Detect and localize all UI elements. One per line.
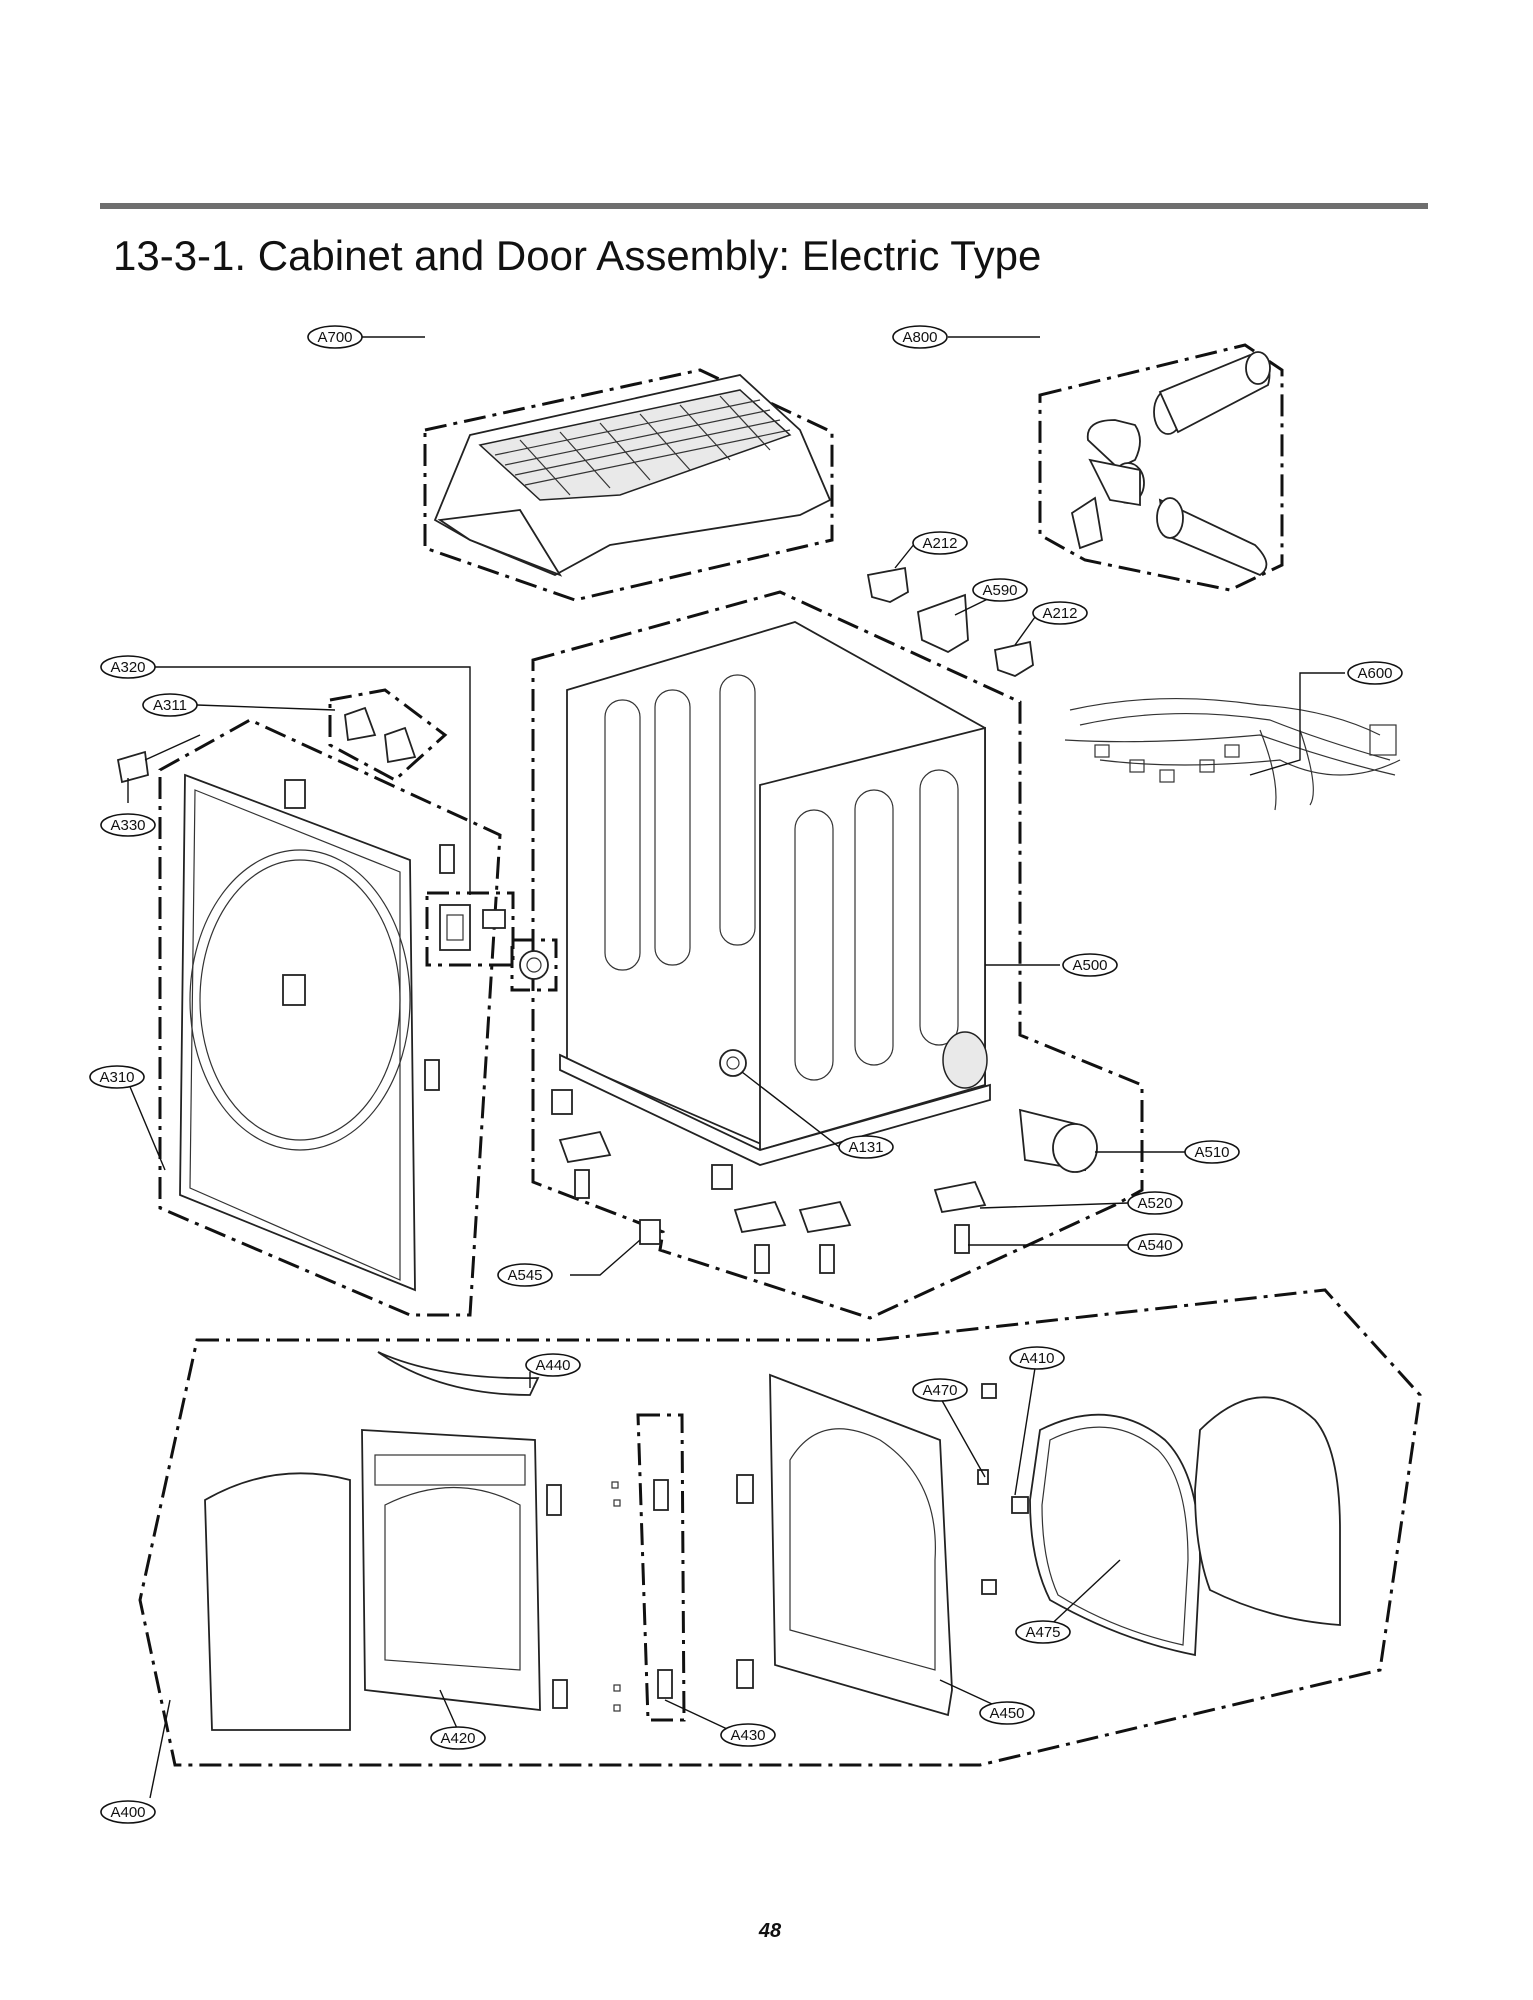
page-number: 48 — [758, 1920, 782, 1942]
top-cover-part — [433, 374, 832, 577]
svg-text:A475: A475 — [1025, 1624, 1060, 1641]
group-outline-front-panel — [158, 718, 502, 1317]
callout-A600: A600 — [1347, 661, 1403, 685]
group-outline-hinge-strip — [636, 1413, 686, 1722]
door-inner-panel-part — [736, 1373, 953, 1717]
callout-A330: A330 — [100, 813, 156, 837]
callout-A500: A500 — [1062, 953, 1118, 977]
leveling-feet-parts — [551, 1089, 987, 1274]
svg-text:A470: A470 — [922, 1382, 957, 1399]
callout-A311: A311 — [142, 693, 198, 717]
callouts: A700 A800 A212 A590 A212 A600 A320 A311 — [89, 325, 1403, 1824]
group-outline-hooks — [328, 688, 448, 782]
callout-A212-top: A212 — [912, 531, 968, 555]
callout-A430: A430 — [720, 1723, 776, 1747]
group-outline-top-cover — [423, 368, 834, 602]
svg-text:A212: A212 — [922, 535, 957, 552]
callout-A310: A310 — [89, 1065, 145, 1089]
svg-text:A330: A330 — [110, 817, 145, 834]
callout-A520: A520 — [1127, 1191, 1183, 1215]
callout-A545: A545 — [497, 1263, 553, 1287]
exhaust-duct-part — [1070, 351, 1271, 577]
callout-A800: A800 — [892, 325, 948, 349]
hinge-strip-part — [611, 1479, 673, 1712]
svg-text:A545: A545 — [507, 1267, 542, 1284]
svg-text:A500: A500 — [1072, 957, 1107, 974]
callout-A410: A410 — [1009, 1346, 1065, 1370]
svg-text:A400: A400 — [110, 1804, 145, 1821]
group-outline-lamp — [510, 938, 558, 992]
svg-text:A450: A450 — [989, 1705, 1024, 1722]
callout-A440: A440 — [525, 1353, 581, 1377]
callout-A320: A320 — [100, 655, 156, 679]
cabinet-part — [559, 621, 991, 1166]
exhaust-outlet-part — [1018, 1108, 1098, 1173]
hook-parts — [116, 706, 417, 784]
callout-A131: A131 — [838, 1135, 894, 1159]
door-glass-part — [1194, 1396, 1341, 1626]
door-switch-part — [439, 904, 747, 1077]
svg-text:A311: A311 — [153, 697, 187, 714]
callout-A470: A470 — [912, 1378, 968, 1402]
svg-text:A320: A320 — [110, 659, 145, 676]
svg-text:A131: A131 — [848, 1139, 883, 1156]
page-title: 13-3-1. Cabinet and Door Assembly: Elect… — [113, 232, 1042, 279]
callout-A590: A590 — [972, 578, 1028, 602]
callout-A400: A400 — [100, 1800, 156, 1824]
callout-A540: A540 — [1127, 1233, 1183, 1257]
svg-text:A800: A800 — [902, 329, 937, 346]
header-rule — [100, 203, 1428, 209]
svg-text:A440: A440 — [535, 1357, 570, 1374]
callout-A475: A475 — [1015, 1620, 1071, 1644]
svg-text:A410: A410 — [1019, 1350, 1054, 1367]
group-outline-door — [138, 1288, 1422, 1767]
wire-harness-part — [1064, 697, 1401, 811]
group-outline-switch — [425, 891, 515, 967]
svg-text:A520: A520 — [1137, 1195, 1172, 1212]
group-outline-duct — [1038, 343, 1284, 592]
svg-text:A590: A590 — [982, 582, 1017, 599]
callout-A700: A700 — [307, 325, 363, 349]
bracket-parts — [866, 566, 1034, 677]
svg-text:A540: A540 — [1137, 1237, 1172, 1254]
svg-text:A510: A510 — [1194, 1144, 1229, 1161]
callout-A420: A420 — [430, 1726, 486, 1750]
svg-text:A700: A700 — [317, 329, 352, 346]
svg-text:A430: A430 — [730, 1727, 765, 1744]
door-frame-part — [361, 1351, 568, 1712]
svg-text:A420: A420 — [440, 1730, 475, 1747]
front-panel-part — [179, 773, 455, 1292]
callout-A212-right: A212 — [1032, 601, 1088, 625]
svg-text:A600: A600 — [1357, 665, 1392, 682]
callout-A450: A450 — [979, 1701, 1035, 1725]
door-cover-panel-part — [204, 1472, 351, 1731]
svg-text:A212: A212 — [1042, 605, 1077, 622]
callout-A510: A510 — [1184, 1140, 1240, 1164]
svg-text:A310: A310 — [99, 1069, 134, 1086]
door-gasket-part — [977, 1383, 1201, 1657]
